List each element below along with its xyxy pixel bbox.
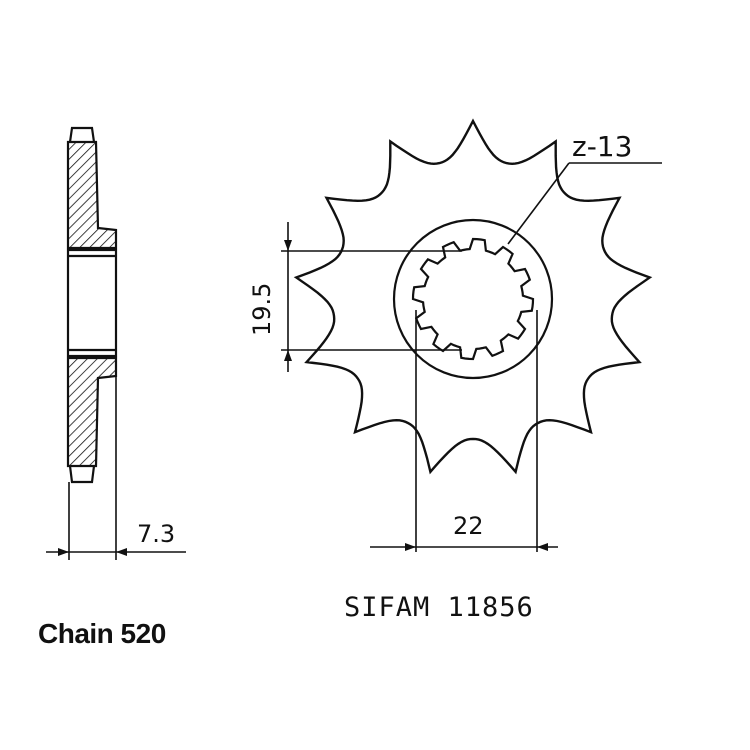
side-bottom-tooth — [68, 465, 96, 484]
thickness-dimension-label: 7.3 — [137, 520, 175, 548]
side-bore — [66, 248, 118, 358]
chain-size-label: Chain 520 — [38, 618, 166, 649]
side-upper-hatch — [66, 140, 118, 250]
side-lower-hatch — [66, 356, 118, 468]
reference-number: SIFAM 11856 — [344, 592, 534, 623]
front-view — [281, 118, 662, 552]
spline-bore-outline — [411, 237, 535, 361]
side-top-tooth — [68, 126, 96, 143]
teeth-count-label: z-13 — [572, 130, 632, 163]
hub-circle — [392, 218, 554, 380]
side-section-view — [46, 126, 186, 560]
sprocket-teeth-outline — [293, 118, 653, 475]
inner-dimension-label: 19.5 — [248, 283, 276, 336]
spline-dimension-label: 22 — [453, 512, 484, 540]
